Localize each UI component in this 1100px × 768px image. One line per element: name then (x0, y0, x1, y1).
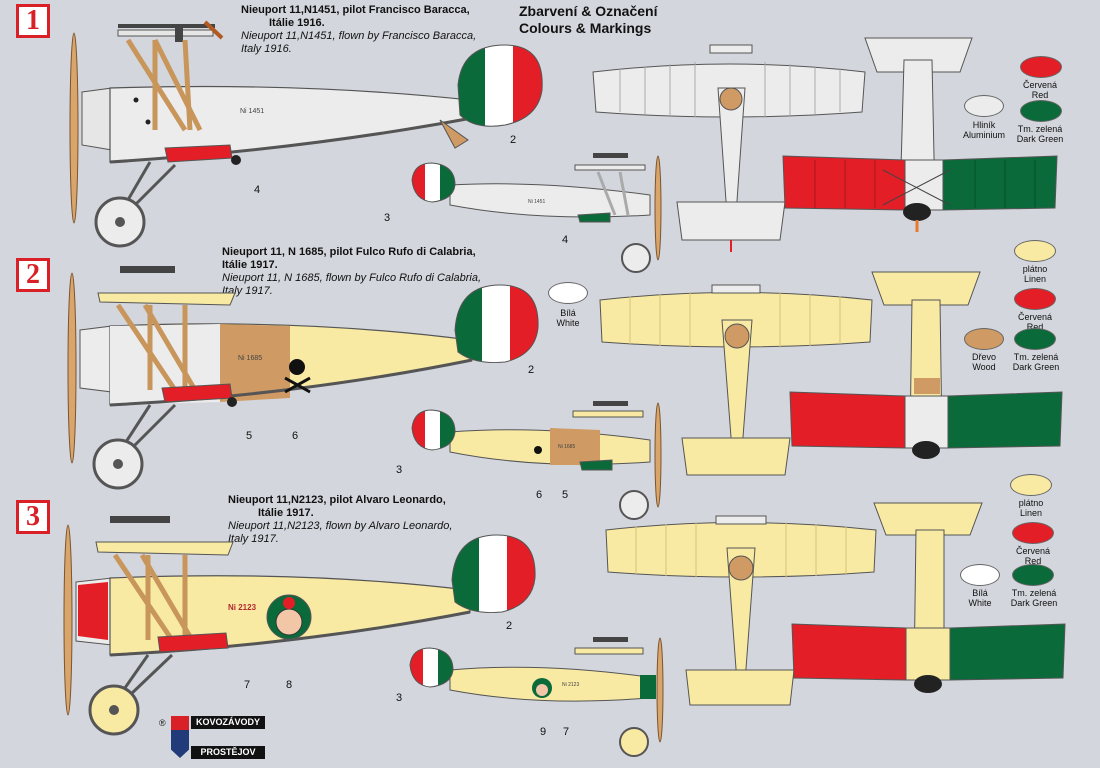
scheme-2-top-view (599, 284, 873, 476)
svg-text:Ni 2123: Ni 2123 (228, 603, 257, 612)
svg-text:Ni 1685: Ni 1685 (558, 444, 575, 450)
swatch-red (1012, 522, 1054, 544)
logo-bottom-text: PROSTĚJOV (191, 746, 265, 759)
scheme-2-side-view: Ni 1685 (67, 266, 539, 490)
skull-emblem-icon (284, 359, 311, 394)
scheme-2-badge: 2 (16, 258, 50, 292)
callout-number: 9 (540, 726, 547, 738)
scheme-3-badge: 3 (16, 500, 50, 534)
page-title: Zbarvení & Označení Colours & Markings (519, 3, 657, 37)
scheme-3-top-view (605, 515, 877, 706)
scheme-3-small-view: Ni 2123 (409, 637, 664, 757)
callout-number: 4 (254, 184, 261, 196)
swatch-white (548, 282, 588, 304)
scheme-3-side-view: Ni 2123 (63, 516, 536, 736)
callout-number: 2 (506, 620, 513, 632)
scheme-1-top-view (592, 44, 866, 252)
callout-number: 6 (292, 430, 299, 442)
registered-mark: ® (159, 718, 166, 728)
scheme-3-caption: Nieuport 11,N2123, pilot Alvaro Leonardo… (228, 494, 453, 545)
title-czech: Zbarvení & Označení (519, 3, 658, 19)
svg-text:Ni 2123: Ni 2123 (562, 682, 579, 688)
callout-number: 7 (563, 726, 570, 738)
callout-number: 3 (384, 212, 391, 224)
callout-number: 7 (244, 679, 251, 691)
scheme-1-small-view: Ni 1451 (411, 153, 662, 273)
swatch-green (1020, 100, 1062, 122)
callout-number: 3 (396, 692, 403, 704)
swatch-green (1012, 564, 1054, 586)
logo-top-text: KOVOZÁVODY (191, 716, 265, 729)
scheme-1-caption: Nieuport 11,N1451, pilot Francisco Barac… (241, 4, 477, 55)
swatch-red (1020, 56, 1062, 78)
svg-text:Ni 1451: Ni 1451 (240, 108, 264, 115)
callout-number: 6 (536, 489, 543, 501)
propeller-shape (69, 32, 79, 224)
scheme-2-small-view: Ni 1685 (411, 401, 662, 520)
callout-number: 2 (510, 134, 517, 146)
scheme-2-bottom-view (789, 271, 1063, 459)
callout-number: 4 (562, 234, 569, 246)
swatch-green (1014, 328, 1056, 350)
callout-number: 5 (246, 430, 253, 442)
scheme-1-side-view: Ni 1451 (69, 20, 543, 248)
callout-number: 5 (562, 489, 569, 501)
scheme-3-bottom-view (791, 502, 1066, 693)
callout-number: 2 (528, 364, 535, 376)
callout-number: 8 (286, 679, 293, 691)
caricature-emblem-icon (266, 594, 312, 640)
svg-text:Ni 1685: Ni 1685 (238, 355, 262, 362)
scheme-2-caption: Nieuport 11, N 1685, pilot Fulco Rufo di… (222, 246, 482, 297)
swatch-red (1014, 288, 1056, 310)
svg-text:Ni 1451: Ni 1451 (528, 199, 545, 205)
swatch-aluminium (964, 95, 1004, 117)
callout-number: 3 (396, 464, 403, 476)
swatch-linen (1014, 240, 1056, 262)
title-english: Colours & Markings (519, 20, 652, 36)
scheme-1-bottom-view (782, 37, 1058, 232)
scheme-1-badge: 1 (16, 4, 50, 38)
swatch-linen (1010, 474, 1052, 496)
swatch-white (960, 564, 1000, 586)
kovozavody-logo: ® KOVOZÁVODY PROSTĚJOV (159, 716, 267, 760)
swatch-wood (964, 328, 1004, 350)
